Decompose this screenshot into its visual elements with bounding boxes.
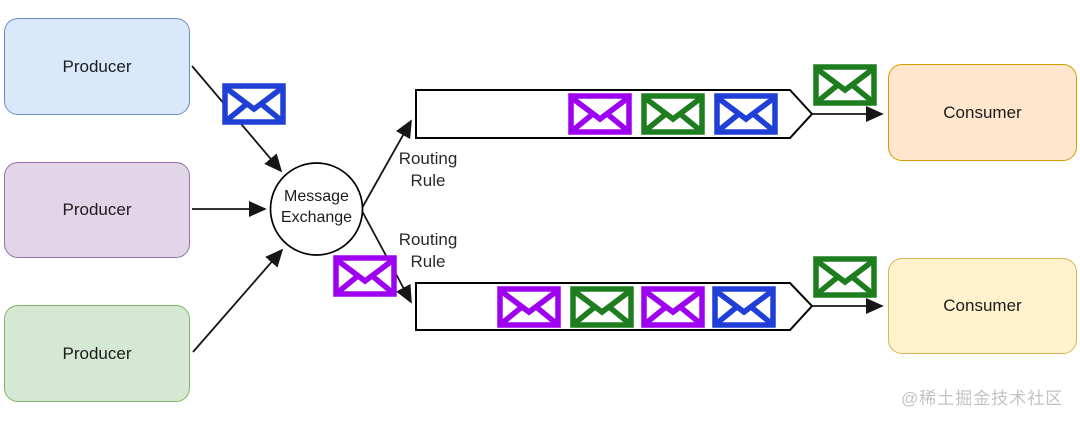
producer-node-2: Producer xyxy=(4,162,190,258)
arrow-producer3-to-exchange xyxy=(192,248,284,353)
queue2-message-envelope-icon xyxy=(641,286,705,328)
producer-node-1: Producer xyxy=(4,18,190,115)
producer-label: Producer xyxy=(62,200,132,219)
arrow-exchange-to-queue1 xyxy=(361,119,412,209)
message-exchange-circle xyxy=(269,162,364,256)
producer-node-3: Producer xyxy=(4,305,190,402)
consumer-label: Consumer xyxy=(943,102,1022,122)
message-envelope-icon xyxy=(333,255,397,297)
watermark: @稀土掘金技术社区 xyxy=(901,389,1064,408)
queue1-message-envelope-icon xyxy=(714,93,778,135)
routing-rule-label-2: Routing Rule xyxy=(398,230,458,271)
queue1-message-envelope-icon xyxy=(641,93,705,135)
outgoing-message-envelope-icon xyxy=(813,256,877,298)
routing-rule-label-1: Routing Rule xyxy=(398,149,458,190)
queue2-message-envelope-icon xyxy=(497,286,561,328)
outgoing-message-envelope-icon xyxy=(813,64,877,106)
message-envelope-icon xyxy=(222,83,286,125)
producer-label: Producer xyxy=(62,56,132,76)
queue1-message-envelope-icon xyxy=(568,93,632,135)
consumer-label: Consumer xyxy=(943,296,1022,315)
consumer-node-2: Consumer xyxy=(888,258,1077,354)
queue2-message-envelope-icon xyxy=(712,286,776,328)
producer-label: Producer xyxy=(62,343,132,363)
consumer-node-1: Consumer xyxy=(888,64,1077,161)
queue2-message-envelope-icon xyxy=(570,286,634,328)
message-exchange-label: Message Exchange xyxy=(280,188,353,226)
